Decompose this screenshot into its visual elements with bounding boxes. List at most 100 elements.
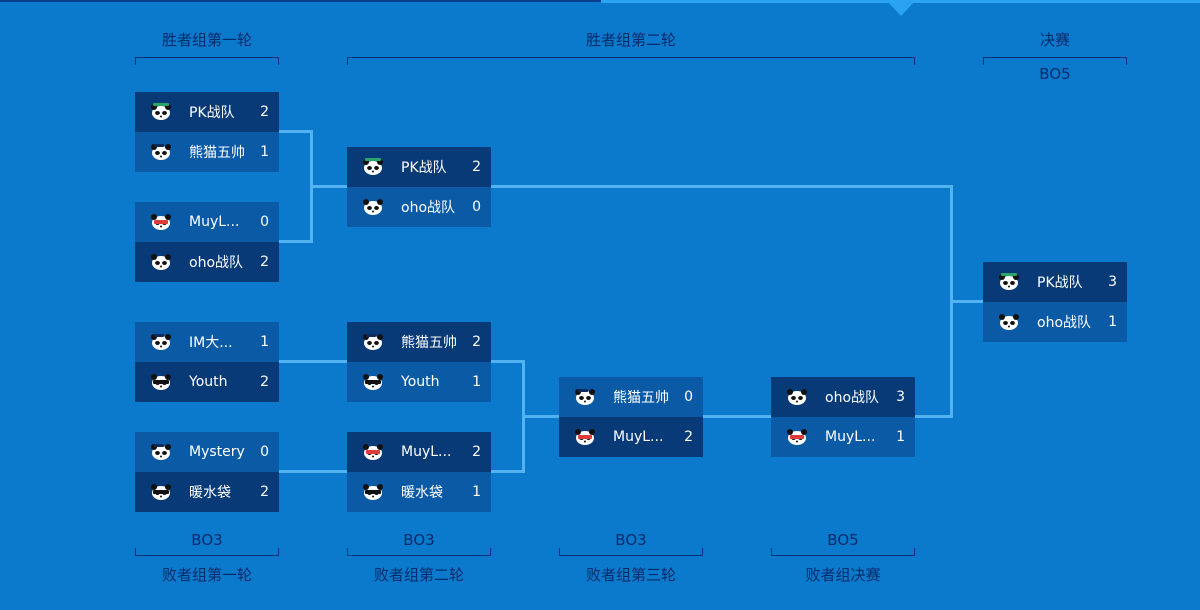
team-score: 1 bbox=[472, 374, 481, 390]
round-bracket-w2-left bbox=[347, 57, 348, 65]
team-row[interactable]: oho战队 2 bbox=[135, 242, 279, 282]
team-name: oho战队 bbox=[1037, 315, 1092, 331]
team-name: 暖水袋 bbox=[189, 485, 231, 501]
round-bracket-l3-left bbox=[559, 548, 560, 556]
team-row[interactable]: PK战队 2 bbox=[347, 147, 491, 187]
round-bracket-w1 bbox=[135, 57, 279, 58]
panda-sunglasses-icon bbox=[362, 483, 384, 501]
panda-face-icon bbox=[150, 253, 172, 271]
match-l1-1[interactable]: IM大... 1 Youth 2 bbox=[135, 322, 279, 402]
panda-red-mask-icon bbox=[362, 443, 384, 461]
team-name: oho战队 bbox=[825, 390, 880, 406]
round-label-l4: 败者组决赛 bbox=[805, 566, 881, 584]
team-name: 熊猫五帅 bbox=[401, 335, 457, 351]
team-row[interactable]: MuyL... 2 bbox=[559, 417, 703, 457]
team-name: MuyL... bbox=[825, 429, 876, 445]
team-row[interactable]: 熊猫五帅 0 bbox=[559, 377, 703, 417]
team-row[interactable]: IM大... 1 bbox=[135, 322, 279, 362]
round-label-w2: 胜者组第二轮 bbox=[585, 31, 676, 49]
team-score: 1 bbox=[896, 429, 905, 445]
match-l1-2[interactable]: Mystery 0 暖水袋 2 bbox=[135, 432, 279, 512]
team-name: MuyL... bbox=[613, 429, 664, 445]
round-bracket-l1 bbox=[135, 555, 279, 556]
team-row[interactable]: oho战队 3 bbox=[771, 377, 915, 417]
team-row[interactable]: Mystery 0 bbox=[135, 432, 279, 472]
team-row[interactable]: MuyL... 2 bbox=[347, 432, 491, 472]
panda-red-mask-icon bbox=[574, 428, 596, 446]
round-bracket-final-left bbox=[983, 57, 984, 65]
panda-red-mask-icon bbox=[150, 213, 172, 231]
team-row[interactable]: PK战队 3 bbox=[983, 262, 1127, 302]
round-format-final: BO5 bbox=[1039, 65, 1071, 83]
match-l2-2[interactable]: MuyL... 2 暖水袋 1 bbox=[347, 432, 491, 512]
active-indicator-notch bbox=[886, 0, 916, 16]
team-row[interactable]: Youth 2 bbox=[135, 362, 279, 402]
panda-face-icon bbox=[362, 198, 384, 216]
match-w1-2[interactable]: MuyL... 0 oho战队 2 bbox=[135, 202, 279, 282]
match-l4-1[interactable]: oho战队 3 MuyL... 1 bbox=[771, 377, 915, 457]
team-score: 0 bbox=[472, 199, 481, 215]
round-format-l3: BO3 bbox=[615, 531, 647, 549]
team-score: 2 bbox=[260, 374, 269, 390]
connector bbox=[491, 470, 525, 473]
team-row[interactable]: 熊猫五帅 2 bbox=[347, 322, 491, 362]
team-score: 2 bbox=[472, 334, 481, 350]
round-bracket-l1-left bbox=[135, 548, 136, 556]
match-w2-1[interactable]: PK战队 2 oho战队 0 bbox=[347, 147, 491, 227]
team-row[interactable]: 暖水袋 2 bbox=[135, 472, 279, 512]
team-score: 0 bbox=[260, 214, 269, 230]
round-bracket-w1-left bbox=[135, 57, 136, 65]
panda-green-hat-icon bbox=[150, 103, 172, 121]
team-name: 暖水袋 bbox=[401, 485, 443, 501]
round-format-l4: BO5 bbox=[827, 531, 859, 549]
round-format-l2: BO3 bbox=[403, 531, 435, 549]
team-name: PK战队 bbox=[189, 105, 235, 121]
round-bracket-l4-left bbox=[771, 548, 772, 556]
round-label-l3: 败者组第三轮 bbox=[585, 566, 676, 584]
team-score: 2 bbox=[472, 444, 481, 460]
team-row[interactable]: 熊猫五帅 1 bbox=[135, 132, 279, 172]
panda-face-icon bbox=[998, 313, 1020, 331]
panda-red-mask-icon bbox=[786, 428, 808, 446]
team-score: 1 bbox=[472, 484, 481, 500]
round-bracket-w1-right bbox=[278, 57, 279, 65]
team-row[interactable]: oho战队 1 bbox=[983, 302, 1127, 342]
panda-sunglasses-icon bbox=[150, 483, 172, 501]
round-bracket-l3 bbox=[559, 555, 703, 556]
round-format-l1: BO3 bbox=[191, 531, 223, 549]
round-label-w1: 胜者组第一轮 bbox=[161, 31, 252, 49]
connector bbox=[279, 240, 313, 243]
team-score: 1 bbox=[260, 144, 269, 160]
team-score: 1 bbox=[1108, 314, 1117, 330]
team-name: Mystery bbox=[189, 444, 245, 460]
round-bracket-l3-right bbox=[702, 548, 703, 556]
panda-cap-icon bbox=[362, 333, 384, 351]
team-score: 3 bbox=[1108, 274, 1117, 290]
team-row[interactable]: MuyL... 1 bbox=[771, 417, 915, 457]
panda-cap-icon bbox=[150, 333, 172, 351]
connector bbox=[491, 360, 525, 363]
match-w1-1[interactable]: PK战队 2 熊猫五帅 1 bbox=[135, 92, 279, 172]
connector bbox=[279, 470, 347, 473]
team-name: PK战队 bbox=[1037, 275, 1083, 291]
match-l2-1[interactable]: 熊猫五帅 2 Youth 1 bbox=[347, 322, 491, 402]
round-bracket-l2-right bbox=[490, 548, 491, 556]
team-name: 熊猫五帅 bbox=[189, 145, 245, 161]
team-name: MuyL... bbox=[401, 444, 452, 460]
round-label-final: 决赛 bbox=[1039, 31, 1070, 49]
connector bbox=[279, 130, 313, 133]
round-bracket-l1-right bbox=[278, 548, 279, 556]
team-row[interactable]: PK战队 2 bbox=[135, 92, 279, 132]
round-bracket-final-right bbox=[1126, 57, 1127, 65]
connector bbox=[915, 415, 953, 418]
team-score: 3 bbox=[896, 389, 905, 405]
round-label-l1: 败者组第一轮 bbox=[161, 566, 252, 584]
panda-green-hat-icon bbox=[362, 158, 384, 176]
team-row[interactable]: MuyL... 0 bbox=[135, 202, 279, 242]
match-final[interactable]: PK战队 3 oho战队 1 bbox=[983, 262, 1127, 342]
team-row[interactable]: oho战队 0 bbox=[347, 187, 491, 227]
match-l3-1[interactable]: 熊猫五帅 0 MuyL... 2 bbox=[559, 377, 703, 457]
team-row[interactable]: 暖水袋 1 bbox=[347, 472, 491, 512]
round-bracket-l4 bbox=[771, 555, 915, 556]
team-row[interactable]: Youth 1 bbox=[347, 362, 491, 402]
